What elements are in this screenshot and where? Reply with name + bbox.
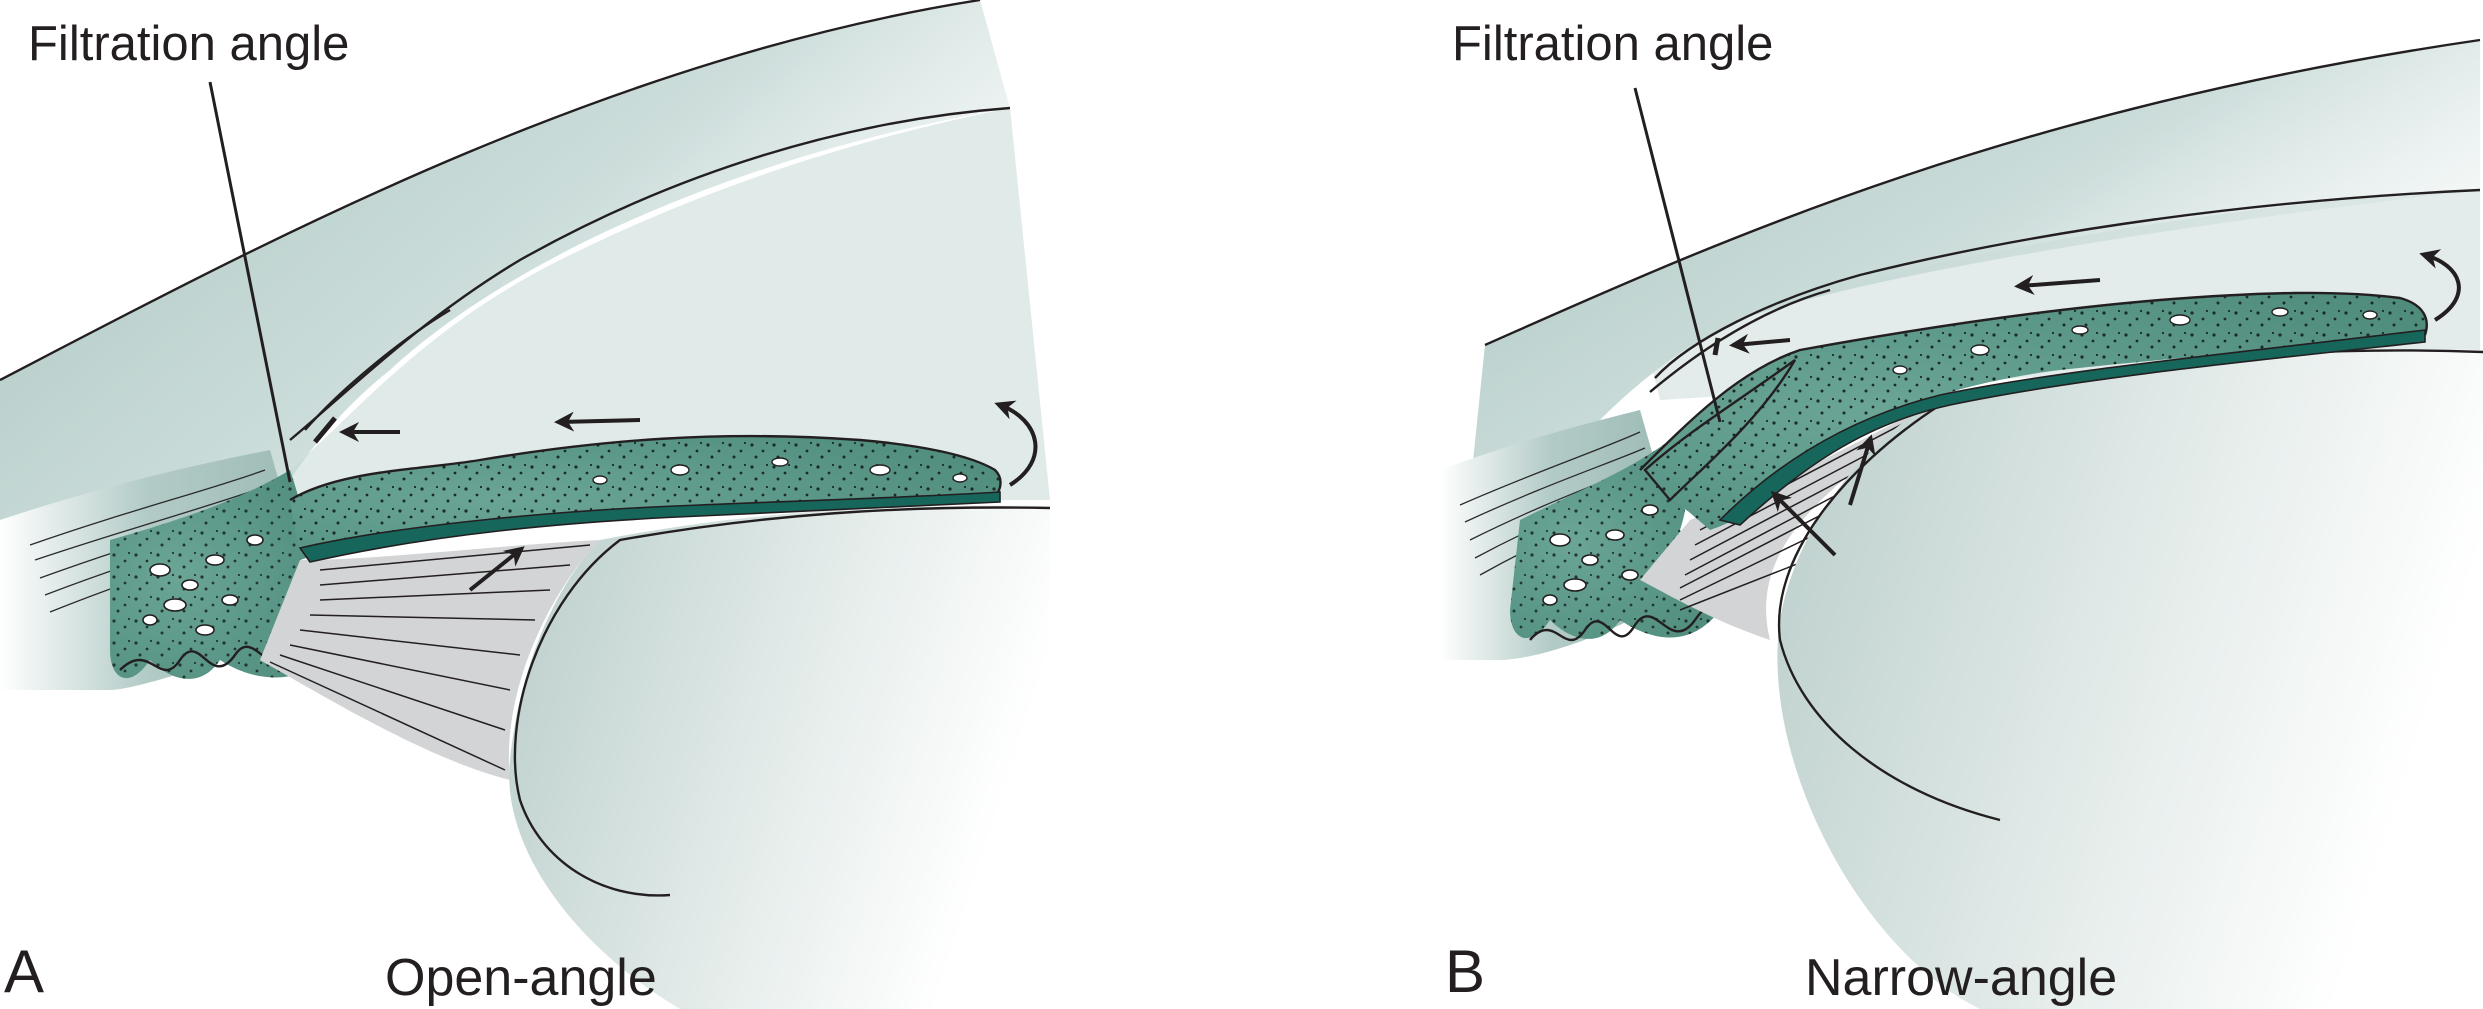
zonule-fibers-region: [260, 540, 600, 780]
descemet-line: [304, 308, 451, 431]
panel-letter-a: A: [4, 938, 44, 1005]
anterior-chamber-shade: [290, 108, 1050, 500]
cornea: [1470, 40, 2480, 490]
cornea-inner-edge: [289, 106, 1011, 441]
flow-arrow-icon: [1770, 490, 1837, 557]
flow-arrows: [313, 400, 1038, 592]
trabecular-spaces: [142, 534, 264, 636]
cornea-outer-edge: [1484, 38, 2481, 347]
trabecular-spaces: [1542, 504, 1659, 606]
iris-crypts: [1892, 307, 2378, 375]
panel-caption-a: Open-angle: [385, 949, 657, 1007]
iris-crypts: [592, 457, 968, 485]
iris-anterior-surface: [289, 434, 1002, 502]
flow-arrow-icon: [1729, 333, 1791, 354]
iris-pigment-layer: [298, 491, 1001, 563]
descemet-line: [1649, 288, 1831, 393]
flow-arrow-icon: [2014, 274, 2101, 295]
flow-arrow-icon: [1848, 434, 1876, 506]
panel-caption-b: Narrow-angle: [1805, 949, 2117, 1007]
cornea-outer-edge: [0, 0, 981, 382]
cornea-inner-edge: [1654, 188, 2481, 379]
lens-capsule: [513, 506, 1051, 897]
iris-anterior-surface: [1639, 291, 2428, 471]
iris-root-fold: [1643, 359, 1797, 502]
panel-narrow-angle: Filtration angle B Narrow-angle: [1440, 17, 2483, 1009]
schlemm-canal-mark: [1712, 337, 1721, 356]
iris-pigment-layer: [1718, 329, 2426, 526]
filtration-angle-label-a: Filtration angle: [28, 17, 349, 71]
curved-flow-arrow-icon: [994, 400, 1038, 487]
curved-flow-arrow-icon: [2419, 249, 2461, 322]
panel-letter-b: B: [1445, 938, 1485, 1005]
filtration-angle-label-b: Filtration angle: [1452, 17, 1773, 71]
lens: [509, 505, 1050, 1009]
filtration-angle-leader: [1633, 87, 1722, 423]
panel-open-angle: Filtration angle A Open-angle: [0, 0, 1051, 1009]
flow-arrow-icon: [468, 546, 525, 592]
schlemm-canal-mark: [313, 416, 337, 444]
iris-stipple: [290, 436, 1001, 560]
flow-arrows: [1712, 249, 2461, 557]
filtration-angle-leader: [208, 81, 292, 483]
flow-arrow-icon: [554, 411, 641, 432]
lens: [1777, 349, 2483, 1009]
cornea: [0, 0, 1010, 600]
iris-stipple: [1640, 292, 2427, 530]
zonule-fibers: [269, 544, 591, 771]
